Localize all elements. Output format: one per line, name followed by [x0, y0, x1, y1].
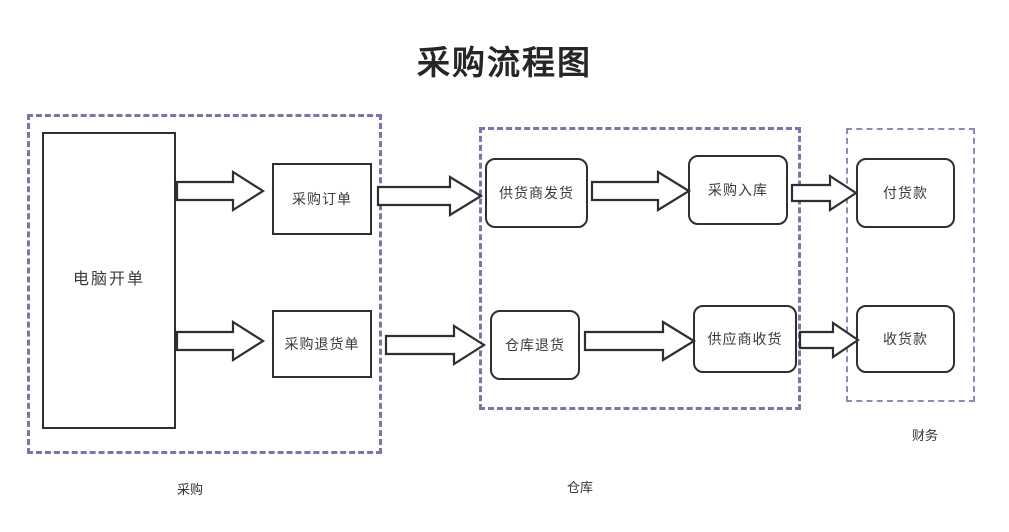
arrow-purchase-order-to-supplier-shipment	[376, 175, 484, 217]
group-warehouse	[479, 127, 801, 410]
arrow-supplier-shipment-to-purchase-inbound	[590, 170, 692, 212]
node-warehouse-return[interactable]: 仓库退货	[490, 310, 580, 380]
node-pay-goods[interactable]: 付货款	[856, 158, 955, 228]
node-supplier-receipt[interactable]: 供应商收货	[693, 305, 797, 373]
node-purchase-order[interactable]: 采购订单	[272, 163, 372, 235]
arrow-computer-billing-to-purchase-order	[175, 170, 266, 212]
arrow-purchase-return-to-warehouse-return	[384, 324, 487, 366]
group-label-finance: 财务	[911, 428, 938, 443]
group-finance	[846, 128, 975, 402]
node-receive-payment[interactable]: 收货款	[856, 305, 955, 373]
node-purchase-return[interactable]: 采购退货单	[272, 310, 372, 378]
group-label-warehouse: 仓库	[566, 480, 593, 495]
node-supplier-shipment[interactable]: 供货商发货	[485, 158, 588, 228]
node-computer-billing[interactable]: 电脑开单	[42, 132, 176, 429]
group-purchasing	[27, 114, 382, 454]
page-title: 采购流程图	[417, 44, 592, 81]
arrow-computer-billing-to-purchase-return	[175, 320, 266, 362]
node-purchase-inbound[interactable]: 采购入库	[688, 155, 788, 225]
group-label-purchasing: 采购	[176, 482, 203, 497]
arrow-purchase-inbound-to-pay-goods	[790, 173, 859, 213]
arrow-supplier-receipt-to-receive-payment	[798, 320, 860, 360]
arrow-warehouse-return-to-supplier-receipt	[583, 320, 697, 362]
